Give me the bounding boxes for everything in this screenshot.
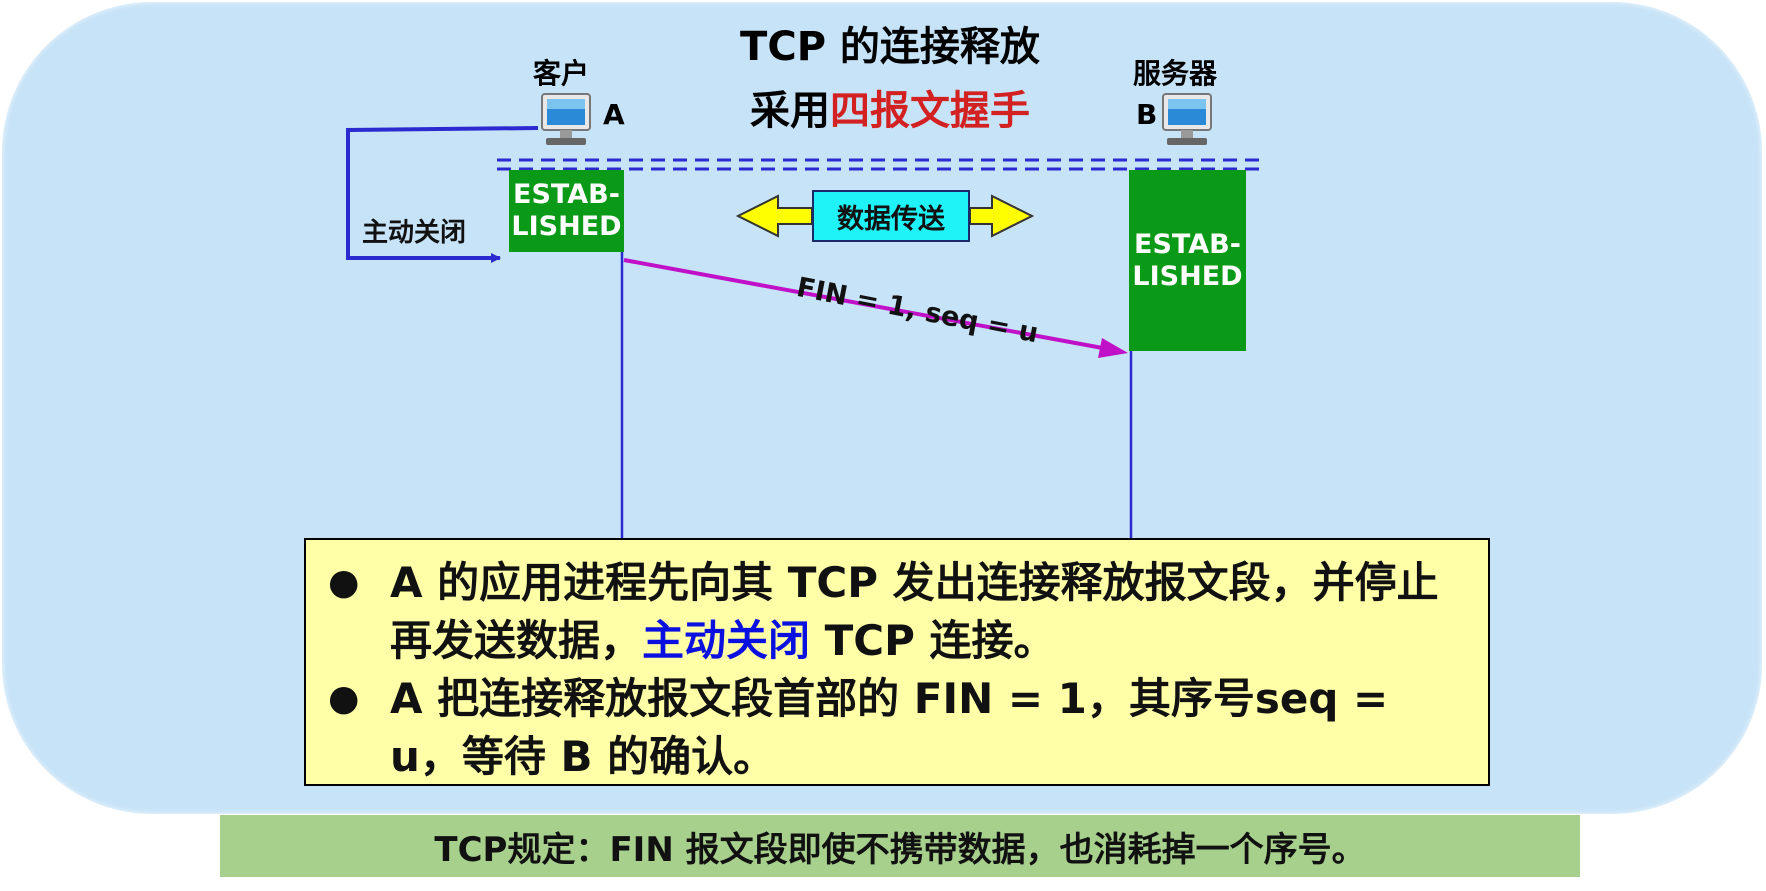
server-letter: B bbox=[1136, 98, 1158, 131]
note-bullet-2-text: A 把连接释放报文段首部的 FIN = 1，其序号seq = u，等待 B 的确… bbox=[390, 674, 1389, 781]
active-close-arrow bbox=[346, 126, 539, 263]
diagram-title: TCP 的连接释放 bbox=[740, 24, 1040, 70]
note-bullet-1-highlight: 主动关闭 bbox=[642, 616, 811, 665]
computer-icon bbox=[1162, 93, 1212, 145]
fin-arrow-head bbox=[1098, 338, 1128, 358]
note-bullet-1-part-b: TCP 连接。 bbox=[810, 616, 1056, 665]
footer-note: TCP规定：FIN 报文段即使不携带数据，也消耗掉一个序号。 bbox=[220, 815, 1580, 877]
note-bullet-1-part-a: A 的应用进程先向其 TCP 发出连接释放报文段，并停止再发送数据， bbox=[390, 558, 1439, 665]
server-name: 服务器 bbox=[1133, 57, 1218, 90]
client-name: 客户 bbox=[533, 57, 590, 90]
note-bullet-1: ● A 的应用进程先向其 TCP 发出连接释放报文段，并停止再发送数据，主动关闭… bbox=[328, 554, 1468, 670]
client-established-box: ESTAB- LISHED bbox=[509, 170, 624, 252]
bullet-dot: ● bbox=[328, 562, 360, 603]
data-arrow-right bbox=[969, 194, 1035, 238]
explanation-box: ● A 的应用进程先向其 TCP 发出连接释放报文段，并停止再发送数据，主动关闭… bbox=[304, 538, 1490, 786]
diagram-subtitle: 采用四报文握手 bbox=[720, 78, 1060, 136]
note-bullet-1-text: A 的应用进程先向其 TCP 发出连接释放报文段，并停止再发送数据，主动关闭 T… bbox=[390, 554, 1468, 670]
subtitle-highlight: 四报文握手 bbox=[830, 88, 1030, 134]
note-bullet-2: ● A 把连接释放报文段首部的 FIN = 1，其序号seq = u，等待 B … bbox=[328, 670, 1468, 786]
active-close-label: 主动关闭 bbox=[362, 218, 467, 248]
fin-arrow-line bbox=[623, 258, 1109, 351]
bullet-dot: ● bbox=[328, 678, 360, 719]
server-established-box: ESTAB- LISHED bbox=[1129, 170, 1246, 351]
client-letter: A bbox=[603, 98, 625, 131]
data-arrow-left bbox=[735, 194, 813, 238]
subtitle-prefix: 采用 bbox=[750, 88, 830, 134]
data-transfer-label: 数据传送 bbox=[812, 190, 970, 242]
computer-icon bbox=[541, 93, 591, 145]
